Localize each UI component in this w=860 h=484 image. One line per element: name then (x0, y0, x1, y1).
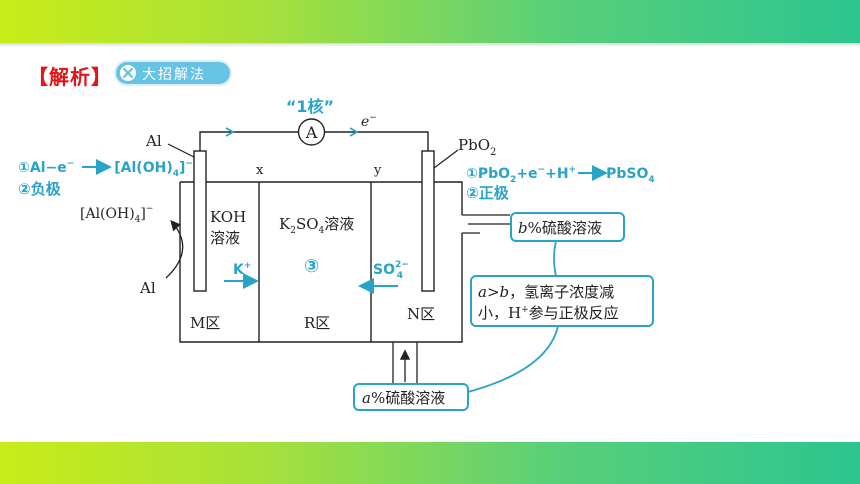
tools-icon (120, 65, 136, 81)
k2so4-label: K2SO4溶液 (279, 215, 354, 236)
b-percent-text: b%硫酸溶液 (518, 219, 602, 237)
explanation-line-2: 小，H+参与正极反应 (478, 304, 619, 322)
connector-b-to-note (553, 240, 557, 277)
cell-container (179, 181, 510, 383)
koh-label-2: 溶液 (210, 229, 240, 247)
koh-label-1: KOH (210, 208, 246, 226)
point-x: x (256, 163, 264, 178)
explanation-box: a>b，氢离子浓度减 小，H+参与正极反应 (470, 275, 654, 327)
right-notes: ①PbO2+e−+H+PbSO4 ②正极 (466, 165, 655, 202)
zone-n: N区 (407, 305, 435, 323)
nucleus-label: “1核” (286, 97, 334, 116)
bottom-banner (0, 442, 860, 484)
pbo2-electrode (421, 150, 435, 292)
current-arrow-right (349, 127, 359, 137)
top-banner (0, 0, 860, 43)
method-badge-text: 大招解法 (142, 67, 206, 83)
al-label-top: Al (145, 132, 162, 150)
analysis-label: 【解析】 (28, 65, 112, 89)
ammeter-label: A (305, 123, 318, 142)
k-ion-label: K+ (233, 261, 251, 278)
external-circuit (199, 127, 429, 151)
cathode-equation: ①PbO2+e−+H+PbSO4 (466, 165, 655, 185)
method-badge[interactable]: 大招解法 (116, 62, 230, 84)
zone-r: R区 (304, 314, 330, 332)
electron-label: e− (361, 113, 377, 130)
a-percent-box: a%硫酸溶液 (353, 383, 469, 411)
cathode-pole: ②正极 (466, 184, 510, 202)
a-percent-text: a%硫酸溶液 (362, 389, 445, 407)
connector-a-to-note (467, 325, 559, 393)
product-label: [Al(OH)4]− (80, 204, 153, 225)
pbo2-label: PbO2 (458, 136, 496, 158)
b-percent-box: b%硫酸溶液 (510, 212, 625, 242)
al-electrode (193, 150, 207, 292)
point-y: y (373, 163, 382, 178)
product-arrow (165, 220, 184, 279)
explanation-line-1: a>b，氢离子浓度减 (478, 283, 614, 301)
anode-pole: ②负极 (18, 180, 62, 198)
step-3-marker: ③ (304, 256, 319, 277)
banner-shadow (0, 43, 860, 47)
al-label-bottom: Al (139, 279, 156, 297)
zone-m: M区 (190, 314, 220, 332)
left-notes: ①Al−e−[Al(OH)4]− ②负极 (18, 159, 193, 198)
ammeter: A (297, 118, 326, 146)
anode-equation: ①Al−e−[Al(OH)4]− (18, 159, 193, 179)
current-arrow-left (225, 127, 235, 137)
sulfate-ion-label: SO2−4 (373, 260, 409, 281)
